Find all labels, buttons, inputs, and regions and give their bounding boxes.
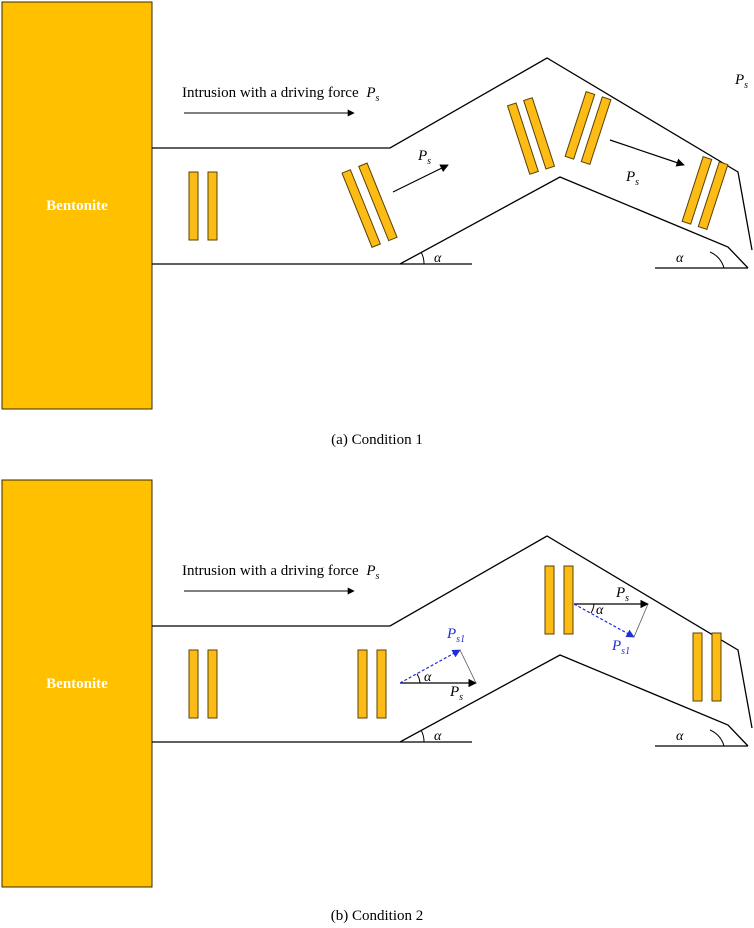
caption: (b) Condition 2 — [331, 908, 424, 924]
angle-arc — [590, 603, 595, 614]
particle-plate — [506, 102, 539, 175]
svg-text:Ps: Ps — [734, 72, 748, 91]
particle-plate-pair-tilted — [341, 162, 398, 248]
particle-plate — [697, 161, 729, 230]
force-symbol: P — [365, 85, 375, 101]
bentonite-label: Bentonite — [46, 198, 108, 214]
force-subscript: s — [427, 156, 431, 167]
channel-upper-wall — [152, 535, 753, 729]
svg-text:Ps1: Ps1 — [446, 626, 465, 645]
particle-plate — [692, 632, 703, 702]
particle-plate — [207, 171, 218, 241]
particle-plate — [563, 565, 574, 635]
force-arrow — [609, 139, 685, 167]
decomposition-guide — [459, 649, 477, 684]
force-symbol: P — [625, 169, 635, 185]
angle-label: α — [434, 729, 442, 744]
particle-plate — [376, 649, 387, 719]
force-symbol: P — [417, 148, 427, 164]
particle-plate — [207, 649, 218, 719]
bentonite-block — [1, 479, 153, 888]
particle-plate — [544, 565, 555, 635]
force-symbol: P — [734, 72, 744, 88]
driving-force-note: Intrusion with a driving force — [182, 563, 359, 579]
channel-upper-wall — [152, 57, 753, 251]
decomposition-guide — [633, 603, 649, 638]
force-subscript: s — [459, 692, 463, 703]
angle-arc — [709, 251, 725, 269]
bentonite-label: Bentonite — [46, 676, 108, 692]
force-subscript: s — [376, 93, 380, 104]
particle-plate — [711, 632, 722, 702]
component-force-arrow — [399, 649, 461, 684]
panel-condition-2: Bentonite α α Intrusion with a driving f… — [1, 479, 753, 924]
component-force-subscript: s1 — [621, 646, 630, 657]
particle-plate — [188, 171, 199, 241]
component-force-symbol: P — [611, 638, 621, 654]
component-force-arrow — [573, 603, 635, 638]
angle-arc — [420, 729, 425, 743]
force-arrow — [392, 164, 449, 193]
particle-plate — [188, 649, 199, 719]
caption: (a) Condition 1 — [331, 432, 423, 448]
svg-text:Ps: Ps — [615, 585, 629, 604]
component-force-symbol: P — [446, 626, 456, 642]
particle-plate — [358, 162, 398, 242]
angle-arc — [420, 251, 425, 265]
svg-text:Intrusion with a driving force: Intrusion with a driving force Ps — [182, 563, 380, 582]
particle-plate-pair-descent — [564, 91, 612, 165]
force-subscript: s — [744, 80, 748, 91]
force-decomposition-descent: α Ps Ps1 — [573, 585, 649, 657]
force-subscript: s — [376, 571, 380, 582]
force-symbol: P — [365, 563, 375, 579]
particle-plate — [357, 649, 368, 719]
particle-plate — [523, 97, 556, 170]
bentonite-block — [1, 1, 153, 410]
angle-arc — [416, 673, 421, 684]
angle-label: α — [424, 670, 432, 685]
angle-label: α — [676, 729, 684, 744]
particle-plate — [681, 156, 713, 225]
particle-plate — [564, 91, 596, 160]
force-symbol: P — [449, 684, 459, 700]
channel-lower-wall — [152, 654, 749, 747]
angle-label: α — [596, 603, 604, 618]
driving-force-note: Intrusion with a driving force — [182, 85, 359, 101]
channel-lower-wall — [152, 176, 749, 269]
particle-plate-pair-apex — [506, 97, 556, 175]
panel-condition-1: Bentonite α α Intrusion with a driving f… — [1, 1, 753, 448]
force-subscript: s — [635, 177, 639, 188]
particle-plate-pair-right — [681, 156, 729, 230]
svg-text:Ps: Ps — [625, 169, 639, 188]
force-decomposition-incline: α Ps1 Ps — [399, 626, 477, 703]
force-symbol: P — [615, 585, 625, 601]
component-force-subscript: s1 — [456, 634, 465, 645]
svg-text:Ps: Ps — [417, 148, 431, 167]
angle-arc — [709, 729, 725, 747]
svg-text:Intrusion with a driving force: Intrusion with a driving force Ps — [182, 85, 380, 104]
particle-plate — [580, 96, 612, 165]
particle-plate — [341, 169, 381, 248]
force-subscript: s — [625, 593, 629, 604]
svg-text:Ps: Ps — [449, 684, 463, 703]
angle-label: α — [434, 251, 442, 266]
angle-label: α — [676, 251, 684, 266]
svg-text:Ps1: Ps1 — [611, 638, 630, 657]
